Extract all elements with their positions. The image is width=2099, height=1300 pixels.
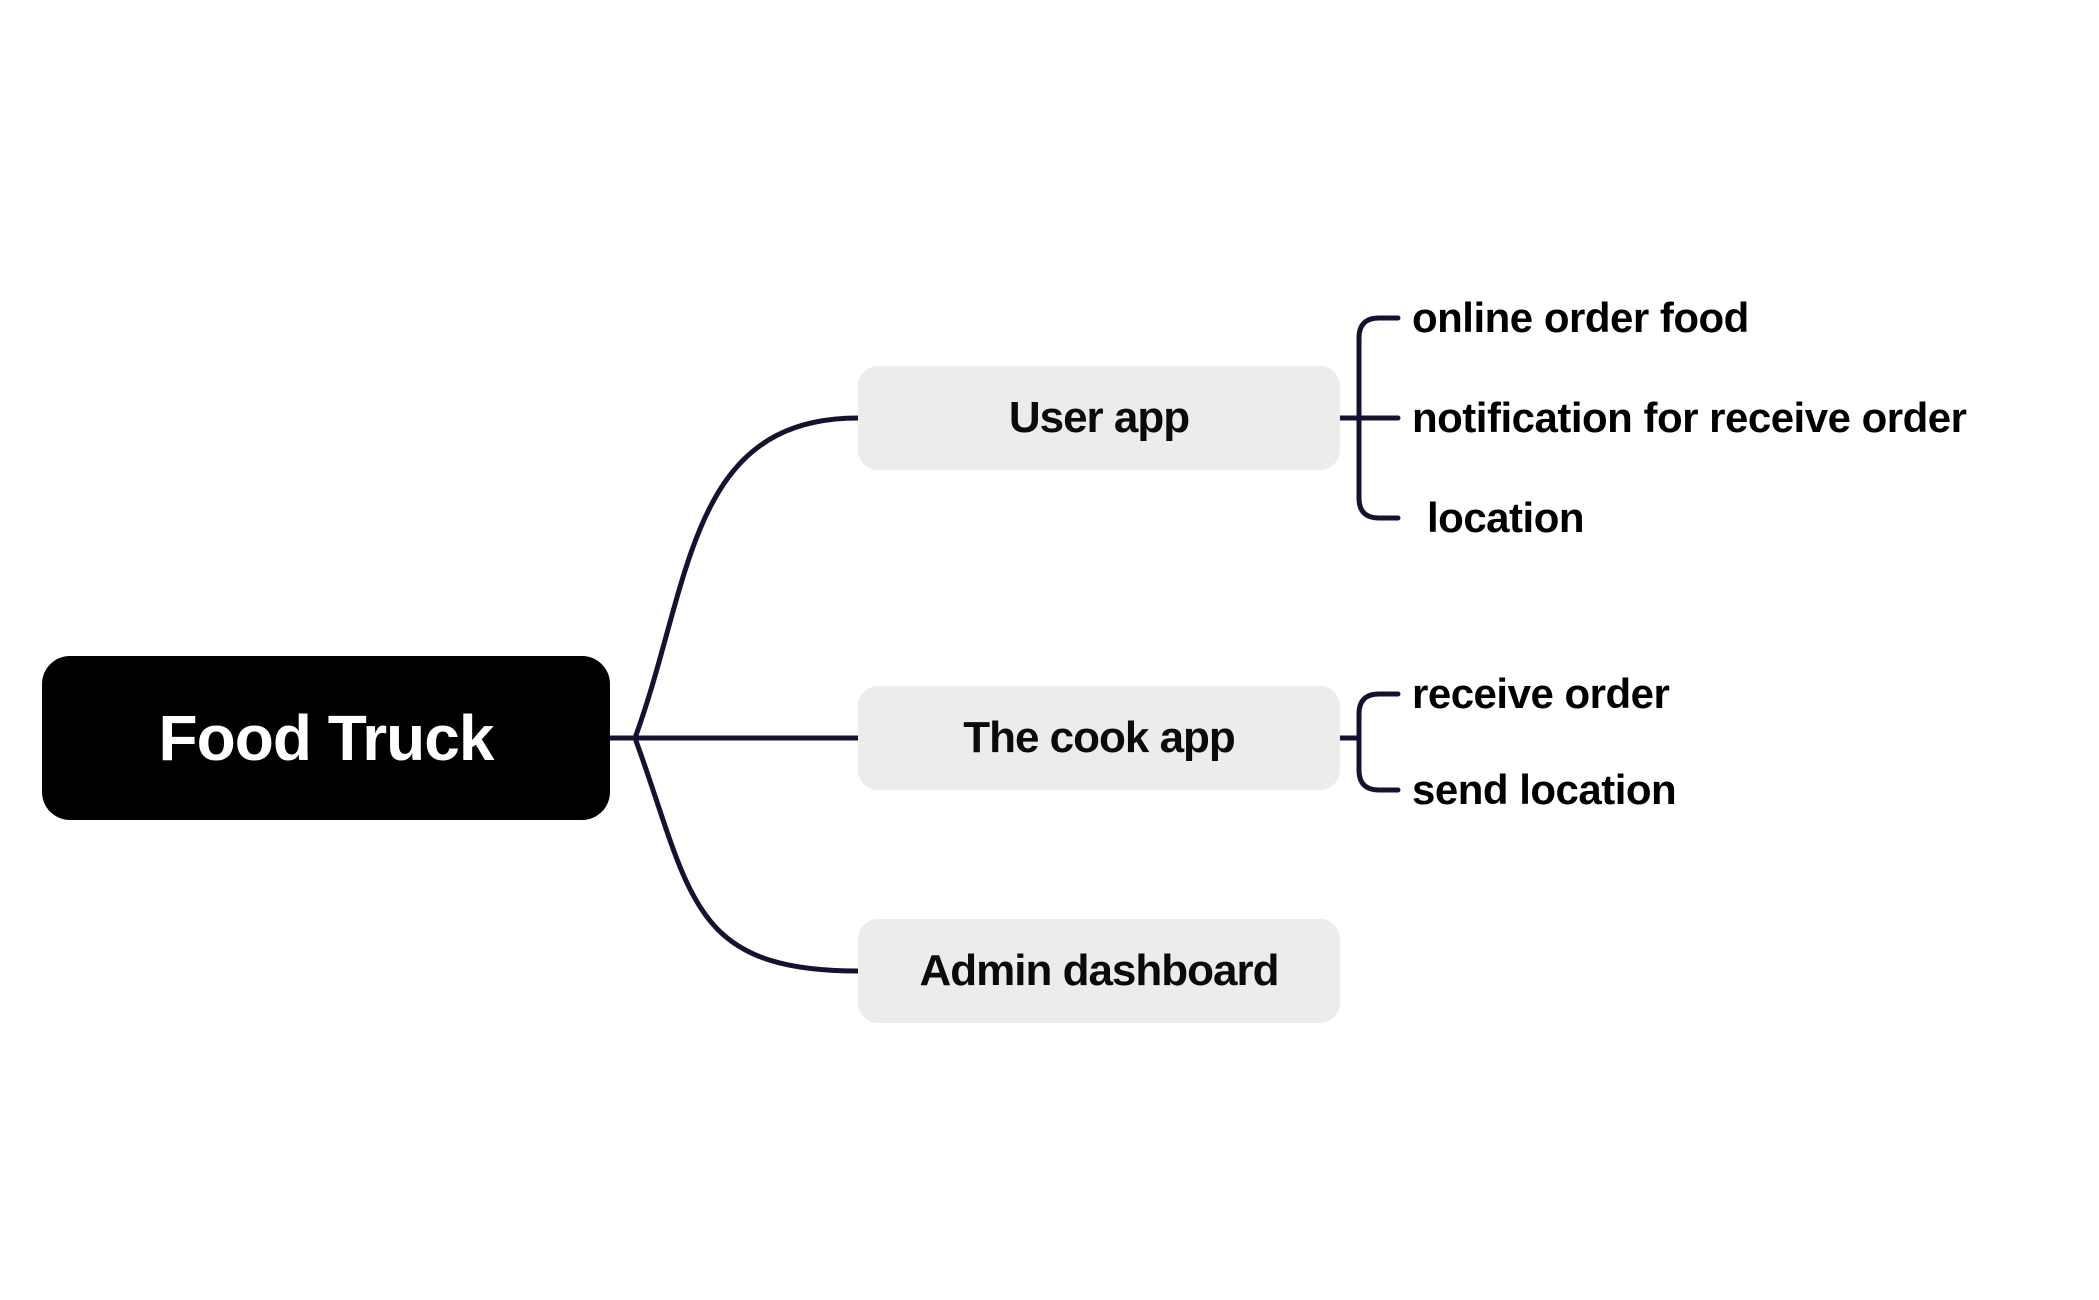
leaf-send-location[interactable]: send location — [1412, 766, 1677, 813]
leaf-online-order-food[interactable]: online order food — [1412, 294, 1749, 341]
edge-cook-bracket — [1356, 691, 1401, 793]
leaf-notification-for-receive-order[interactable]: notification for receive order — [1412, 394, 1967, 441]
root-node-food-truck[interactable]: Food Truck — [42, 656, 610, 820]
leaf-location[interactable]: location — [1427, 494, 1585, 541]
edge-user-bracket — [1356, 315, 1401, 521]
branch-node-user-app[interactable]: User app — [858, 366, 1340, 470]
edge-root-to-user — [632, 415, 861, 741]
branch-node-label: User app — [1008, 393, 1190, 442]
branch-node-label: Admin dashboard — [919, 946, 1279, 995]
edge-root-to-admin — [632, 735, 861, 974]
root-node-label: Food Truck — [158, 702, 495, 774]
branch-node-cook-app[interactable]: The cook app — [858, 686, 1340, 790]
leaf-receive-order[interactable]: receive order — [1412, 670, 1670, 717]
branch-node-label: The cook app — [963, 713, 1236, 762]
branch-node-admin-dashboard[interactable]: Admin dashboard — [858, 919, 1340, 1023]
